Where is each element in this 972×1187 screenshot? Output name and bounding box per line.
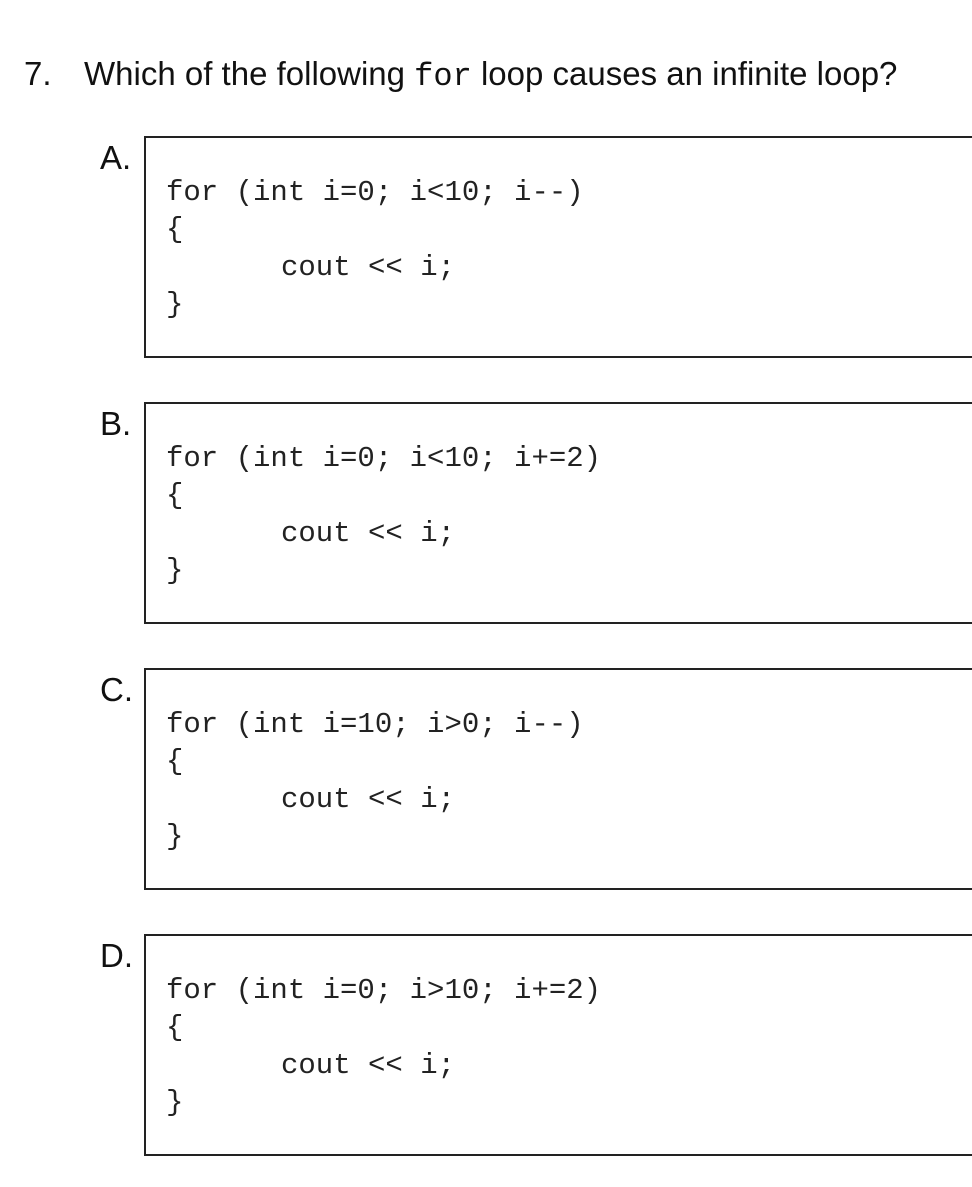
code-box: for (int i=0; i>10; i+=2) { cout << i; } (144, 934, 972, 1156)
question-text: 7. Which of the following for loop causes… (24, 52, 897, 99)
question-number: 7. (24, 55, 52, 92)
code-line: cout << i; (281, 783, 456, 816)
code-line: { (166, 745, 184, 778)
code-line: cout << i; (281, 251, 456, 284)
code-line: { (166, 1011, 184, 1044)
code-line: { (166, 479, 184, 512)
code-line: } (166, 288, 184, 321)
code-line: for (int i=0; i>10; i+=2) (166, 974, 602, 1007)
code-line: } (166, 820, 184, 853)
question-keyword: for (414, 58, 472, 95)
code-box: for (int i=0; i<10; i+=2) { cout << i; } (144, 402, 972, 624)
code-line: for (int i=0; i<10; i+=2) (166, 442, 602, 475)
code-line: } (166, 554, 184, 587)
option-c[interactable]: C. for (int i=10; i>0; i--) { cout << i;… (0, 668, 972, 894)
code-line: } (166, 1086, 184, 1119)
option-letter: D. (100, 937, 133, 974)
code-line: for (int i=0; i<10; i--) (166, 176, 584, 209)
question-text-before: Which of the following (84, 55, 415, 92)
code-line: { (166, 213, 184, 246)
option-b[interactable]: B. for (int i=0; i<10; i+=2) { cout << i… (0, 402, 972, 628)
code-line: for (int i=10; i>0; i--) (166, 708, 584, 741)
option-d[interactable]: D. for (int i=0; i>10; i+=2) { cout << i… (0, 934, 972, 1160)
option-letter: C. (100, 671, 133, 708)
question-text-after: loop causes an infinite loop? (471, 55, 898, 92)
code-line: cout << i; (281, 1049, 456, 1082)
code-box: for (int i=0; i<10; i--) { cout << i; } (144, 136, 972, 358)
code-line: cout << i; (281, 517, 456, 550)
option-letter: B. (100, 405, 132, 442)
option-a[interactable]: A. for (int i=0; i<10; i--) { cout << i;… (0, 136, 972, 362)
option-letter: A. (100, 139, 132, 176)
code-box: for (int i=10; i>0; i--) { cout << i; } (144, 668, 972, 890)
